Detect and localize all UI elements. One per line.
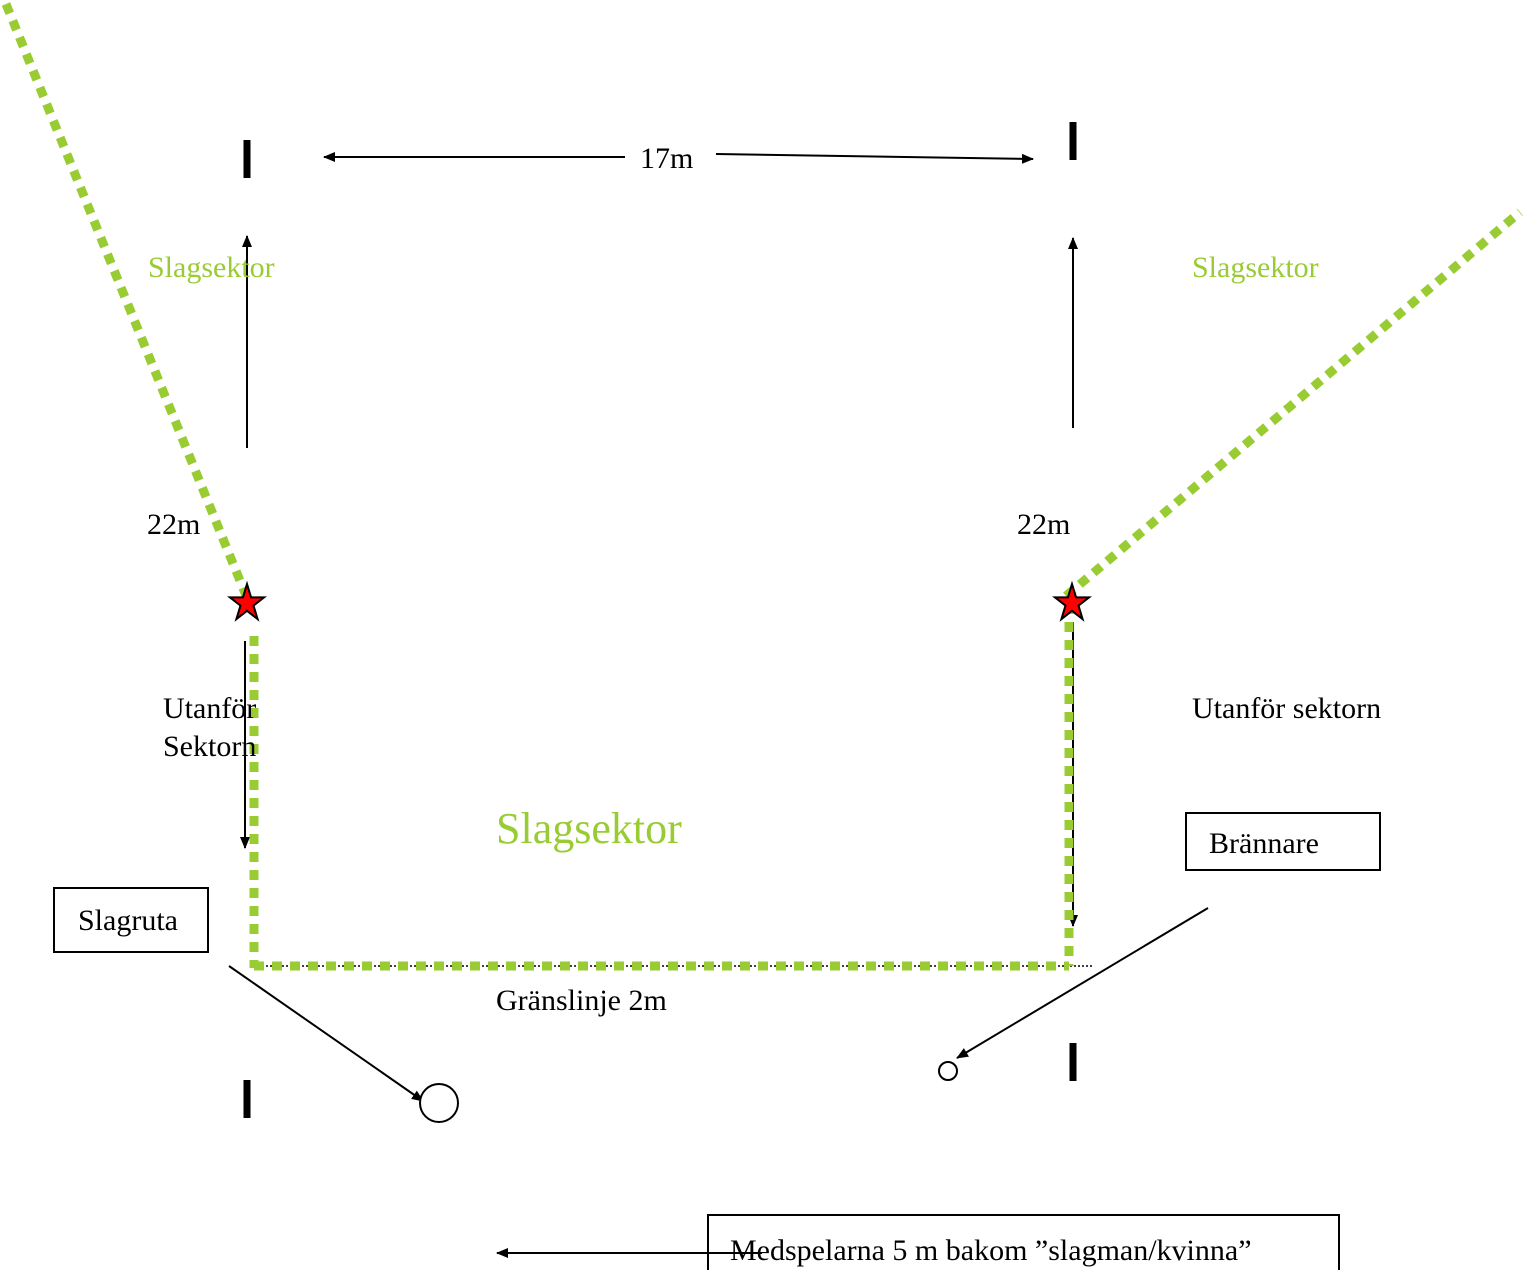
sector-label-center: Slagsektor [496,804,682,853]
burner-circle-icon [938,1061,958,1081]
brannare-box [1185,812,1381,871]
slagruta-label: Slagruta [78,904,178,937]
length-label-left: 22m [147,508,200,541]
brannare-arrow [956,907,1209,1059]
boundary-label: Gränslinje 2m [496,984,667,1017]
slagruta-box [53,887,209,953]
sector-line-right-diagonal [1063,208,1523,600]
outside-label-left-line2: Sektorn [163,730,256,763]
width-arrow-right [715,153,1034,164]
width-label: 17m [640,142,693,175]
slagruta-arrow [228,965,424,1102]
outside-label-right: Utanför sektorn [1192,692,1381,725]
medspelarna-box [707,1214,1340,1270]
outside-label-left-line1: Utanför [163,692,256,725]
base-star-left [226,580,268,622]
sector-line-left-diagonal [1,2,252,600]
length-label-right: 22m [1017,508,1070,541]
brannare-label: Brännare [1209,827,1319,860]
sector-label-right: Slagsektor [1192,251,1319,284]
sector-label-left: Slagsektor [148,251,275,284]
batter-circle-icon [419,1083,459,1123]
base-star-right [1051,580,1093,622]
medspelarna-label: Medspelarna 5 m bakom ”slagman/kvinna” [730,1234,1252,1267]
